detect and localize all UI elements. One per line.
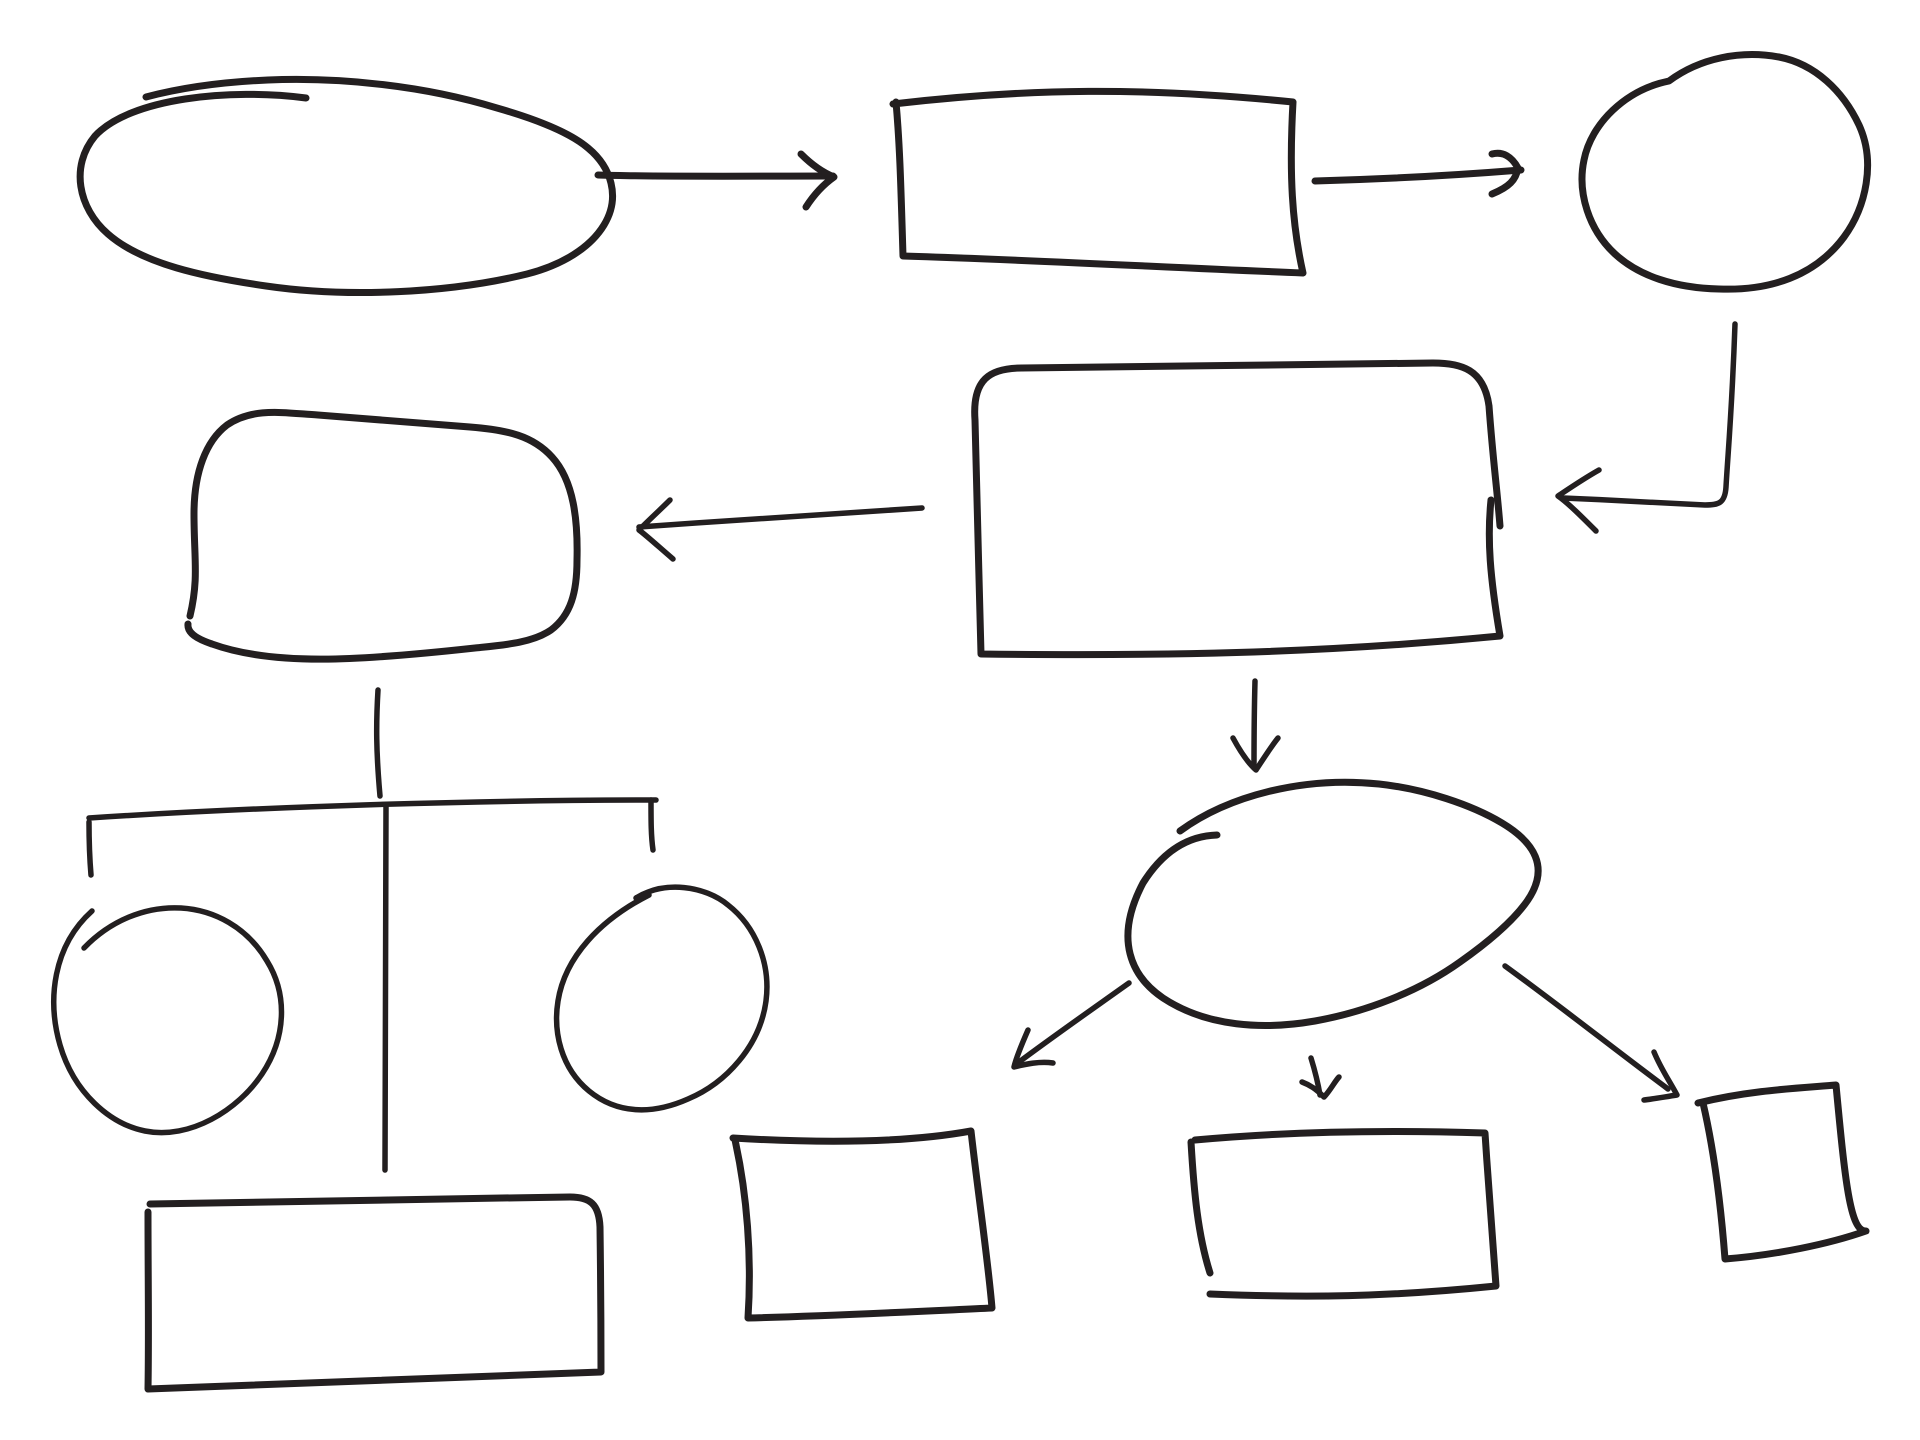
left-small-circle: [51, 905, 285, 1136]
arrow-center-box-to-ellipse: [1230, 678, 1281, 773]
top-left-ellipse: [76, 75, 616, 296]
arrow-ellipse-to-bottom-right: [1502, 963, 1680, 1103]
arrow-ellipse-to-rectangle: [594, 150, 838, 211]
arrow-circle-to-center-box: [1555, 321, 1738, 534]
bottom-center-rectangle: [1187, 1127, 1500, 1300]
center-rounded-rectangle: [971, 359, 1504, 659]
arrow-center-box-to-left-box: [636, 497, 925, 562]
top-right-circle: [1578, 51, 1872, 293]
tree-left-box-to-children: [86, 687, 659, 1173]
arrow-rectangle-to-circle: [1311, 149, 1525, 198]
middle-small-circle: [553, 884, 770, 1113]
arrow-ellipse-to-bottom-center: [1299, 1055, 1342, 1100]
arrow-ellipse-to-bottom-middle: [1011, 980, 1132, 1070]
top-middle-rectangle: [889, 87, 1307, 277]
bottom-left-rectangle: [144, 1193, 605, 1393]
bottom-middle-rectangle: [729, 1127, 996, 1322]
left-rounded-rectangle: [184, 408, 581, 663]
center-ellipse: [1124, 778, 1542, 1029]
bottom-right-square: [1694, 1081, 1870, 1263]
